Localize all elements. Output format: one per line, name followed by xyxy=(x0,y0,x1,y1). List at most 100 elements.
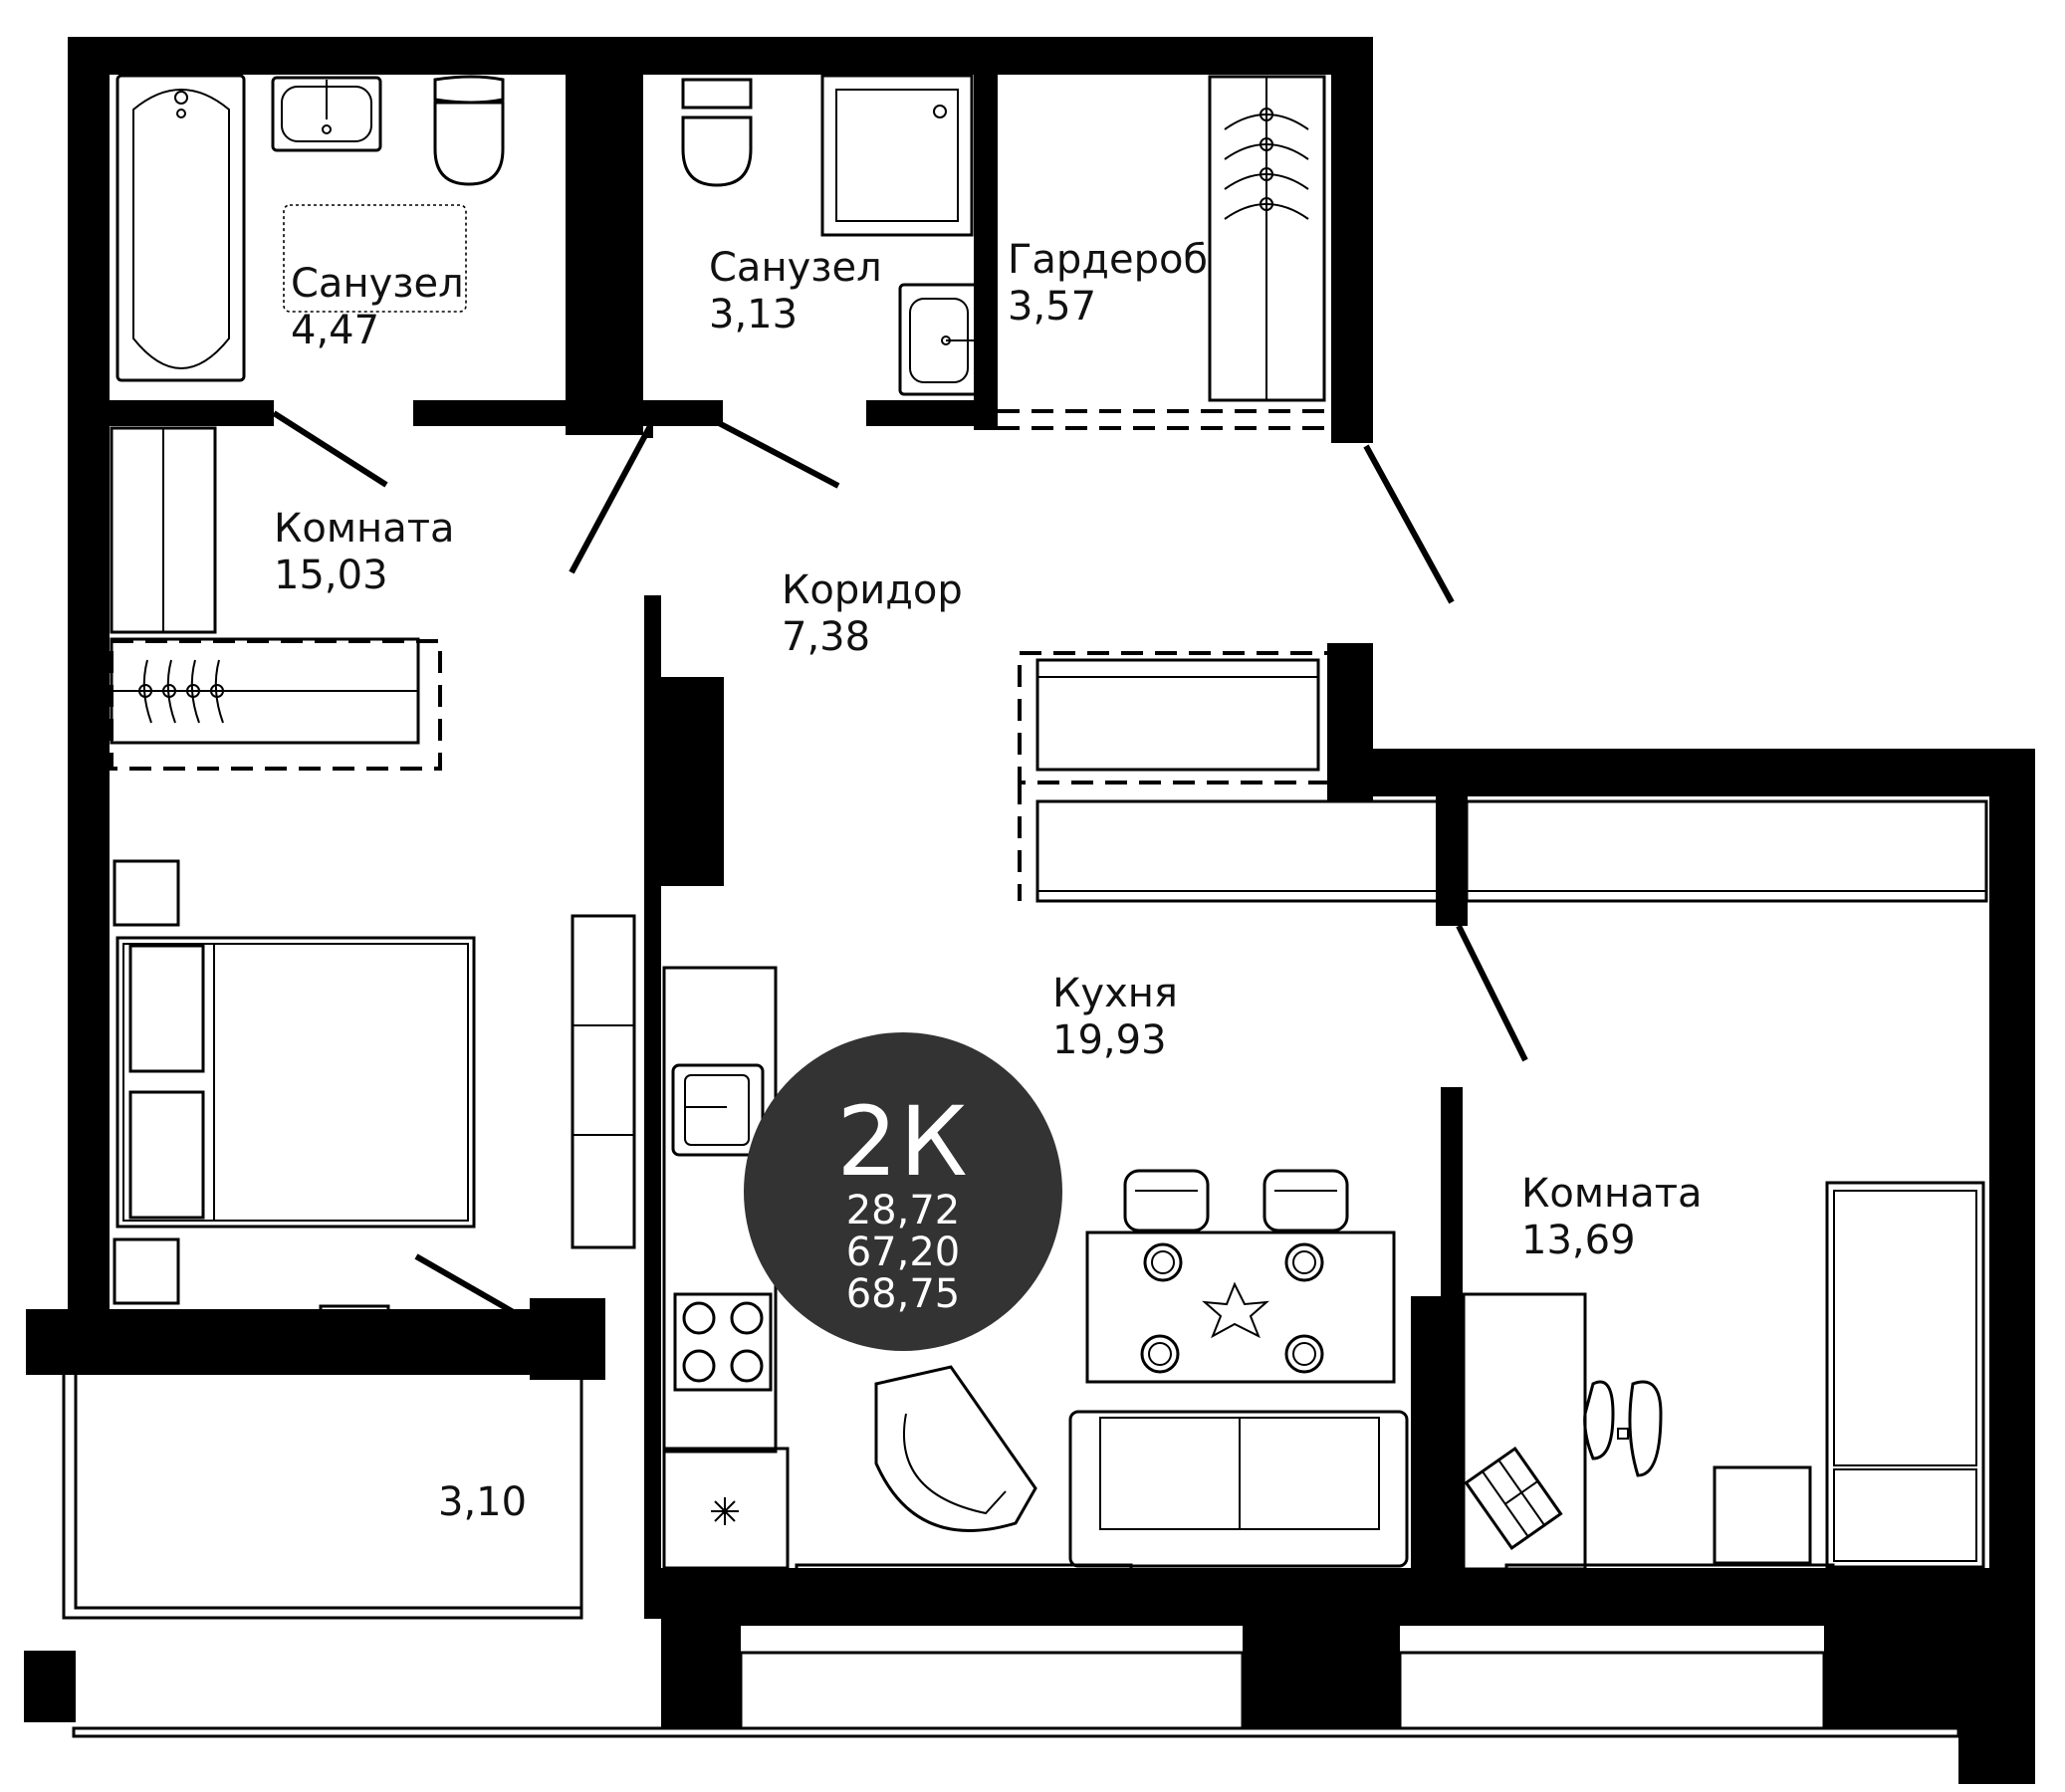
room-name: Кухня xyxy=(1052,971,1178,1016)
total-area-with-balcony: 68,75 xyxy=(845,1271,961,1317)
wall-bottom-seg1 xyxy=(661,1623,741,1728)
room2-shelf xyxy=(1465,799,1988,903)
wall-right-upper xyxy=(1331,37,1373,443)
living-area: 28,72 xyxy=(845,1188,961,1233)
dresser xyxy=(571,914,636,1249)
balcony-area-label: 3,10 xyxy=(438,1479,527,1526)
shower xyxy=(820,74,974,237)
wall-balcony-end xyxy=(24,1651,76,1722)
room-name: Санузел xyxy=(291,261,464,307)
wall-pillar xyxy=(661,677,724,886)
wall-right-ledge xyxy=(1327,749,2035,796)
room-name: Санузел xyxy=(709,245,882,291)
desk-chair xyxy=(1583,1380,1615,1460)
double-bed xyxy=(115,936,476,1229)
wall-balcony-pillar xyxy=(530,1298,605,1380)
window-kitchen xyxy=(739,1651,1245,1730)
room-label-wardrobe: Гардероб 3,57 xyxy=(1008,237,1208,331)
fridge xyxy=(662,1447,790,1570)
laptop xyxy=(1464,1446,1563,1551)
armchair xyxy=(874,1365,1037,1532)
doors xyxy=(272,410,1528,1325)
room-area: 19,93 xyxy=(1052,1017,1167,1064)
room-label-bathroom-1: Санузел 4,47 xyxy=(291,261,464,354)
kitchen-fixtures xyxy=(662,651,1443,1570)
wall-bath2-bottom-left xyxy=(643,400,723,426)
nightstand-bottom xyxy=(113,1237,180,1305)
corridor-cabinet-1 xyxy=(1035,658,1320,772)
sink-1 xyxy=(271,76,382,152)
door-room1 xyxy=(569,424,653,574)
wall-bath2-bottom-right xyxy=(866,400,976,426)
wall-bottom-seg2 xyxy=(1243,1623,1400,1728)
room-area: 15,03 xyxy=(274,553,388,599)
room-label-corridor: Коридор 7,38 xyxy=(782,567,963,661)
wall-bottom-left xyxy=(26,1309,583,1375)
wardrobe-fixtures xyxy=(998,75,1329,430)
desk xyxy=(1462,1292,1587,1571)
room-name: Гардероб xyxy=(1008,237,1209,283)
door-bath2 xyxy=(717,420,840,489)
wall-bath1-bottom-right xyxy=(413,400,573,426)
toilet-2 xyxy=(681,78,753,110)
wall-top xyxy=(68,37,1372,75)
wall-bottom xyxy=(661,1568,2035,1626)
window-room2-sill-2 xyxy=(1517,1593,1822,1625)
wall-wardrobe-left xyxy=(974,37,998,430)
window-room2 xyxy=(1398,1651,1826,1730)
door-bath1 xyxy=(272,410,388,488)
door-room2 xyxy=(1456,924,1528,1062)
door-balcony xyxy=(414,1253,533,1325)
chair-1 xyxy=(1123,1169,1210,1232)
room-label-kitchen: Кухня 19,93 xyxy=(1052,971,1178,1064)
nightstand-top xyxy=(113,859,180,927)
wall-room2-lower xyxy=(1411,1296,1463,1619)
room2-nightstand xyxy=(1713,1465,1812,1565)
wall-corner xyxy=(1958,1712,2035,1784)
room-name: Комната xyxy=(1521,1171,1703,1217)
room-label-room-1: Комната 15,03 xyxy=(274,506,455,599)
wall-bath-separator xyxy=(566,37,643,435)
pillow-2 xyxy=(128,1090,205,1220)
room-2-fixtures xyxy=(1462,799,1988,1571)
room-label-room-2: Комната 13,69 xyxy=(1521,1171,1703,1264)
room-name: Коридор xyxy=(782,567,963,613)
room-area: 3,57 xyxy=(1008,284,1097,331)
stove xyxy=(673,1292,773,1392)
chair-2 xyxy=(1262,1169,1349,1232)
wall-room-corridor xyxy=(644,595,661,1619)
window-kitchen-sill-2 xyxy=(806,1593,1121,1625)
room-label-bathroom-2: Санузел 3,13 xyxy=(709,245,882,338)
apartment-type: 2К xyxy=(836,1086,970,1198)
door-wardrobe xyxy=(1363,444,1455,604)
bathtub xyxy=(115,74,246,382)
room-name: Комната xyxy=(274,506,455,552)
total-area: 67,20 xyxy=(845,1230,961,1275)
room-area: 7,38 xyxy=(782,614,871,661)
pillow-1 xyxy=(128,944,205,1073)
apartment-badge: 2К 28,72 67,20 68,75 xyxy=(744,1032,1062,1351)
dining-table xyxy=(1085,1231,1396,1384)
room-1-fixtures xyxy=(110,426,636,1305)
corridor-cabinet-2 xyxy=(1035,799,1443,903)
kitchen-sink xyxy=(671,1063,765,1157)
wall-left-outer xyxy=(68,37,110,1334)
balcony-area: 3,10 xyxy=(438,1479,528,1525)
room-area: 13,69 xyxy=(1521,1218,1636,1264)
single-bed xyxy=(1825,1181,1985,1569)
walls xyxy=(24,37,2035,1784)
wall-bottom-seg3 xyxy=(1824,1623,2035,1728)
balcony-outline xyxy=(62,1375,583,1620)
bathroom-2-fixtures xyxy=(681,74,982,396)
room-area: 3,13 xyxy=(709,292,799,338)
sofa xyxy=(1068,1410,1409,1568)
sink-2 xyxy=(898,283,982,396)
room-area: 4,47 xyxy=(291,308,380,354)
bathroom-1-fixtures xyxy=(115,74,505,382)
wall-room2-mid xyxy=(1441,1087,1463,1316)
toilet-1 xyxy=(433,75,505,105)
bath-mat xyxy=(283,204,467,313)
table-flower xyxy=(1202,1281,1269,1339)
